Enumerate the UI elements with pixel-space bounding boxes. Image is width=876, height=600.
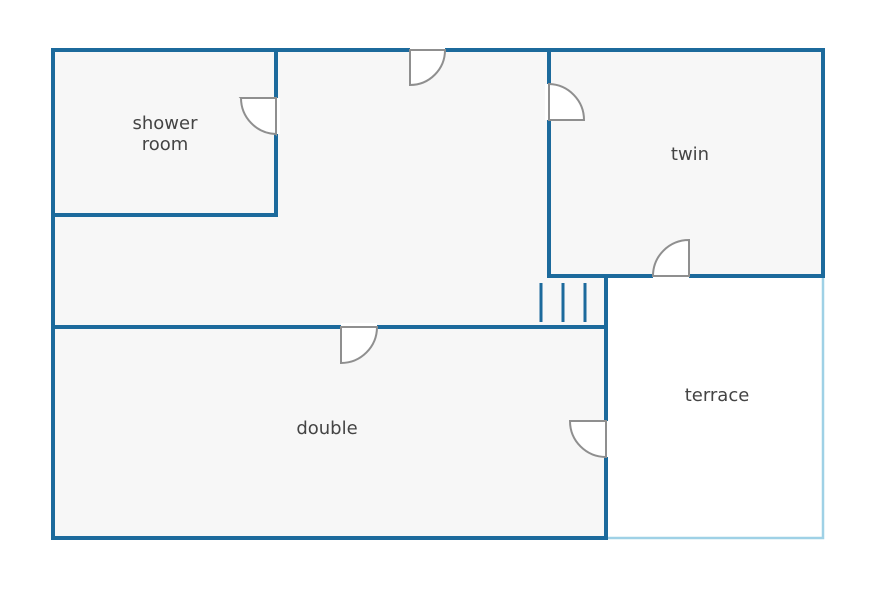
room-label-double: double: [296, 418, 358, 439]
room-label-shower-room: shower room: [132, 113, 198, 155]
door-double-top: [340, 323, 379, 365]
room-label-terrace: terrace: [684, 385, 750, 406]
terrace-area: [606, 276, 823, 538]
door-top-entrance: [409, 46, 447, 87]
door-shower-room: [238, 97, 280, 137]
twin-wall: [547, 48, 825, 278]
door-double-terrace: [568, 420, 610, 459]
terrace-outline: [606, 276, 825, 540]
lower-floor: [53, 276, 606, 538]
outer-wall: [51, 48, 825, 540]
room-label-twin: twin: [670, 144, 710, 165]
upper-floor: [53, 50, 823, 276]
door-twin-left: [545, 82, 586, 121]
stairs: [539, 283, 587, 322]
door-twin-bottom: [651, 238, 690, 280]
